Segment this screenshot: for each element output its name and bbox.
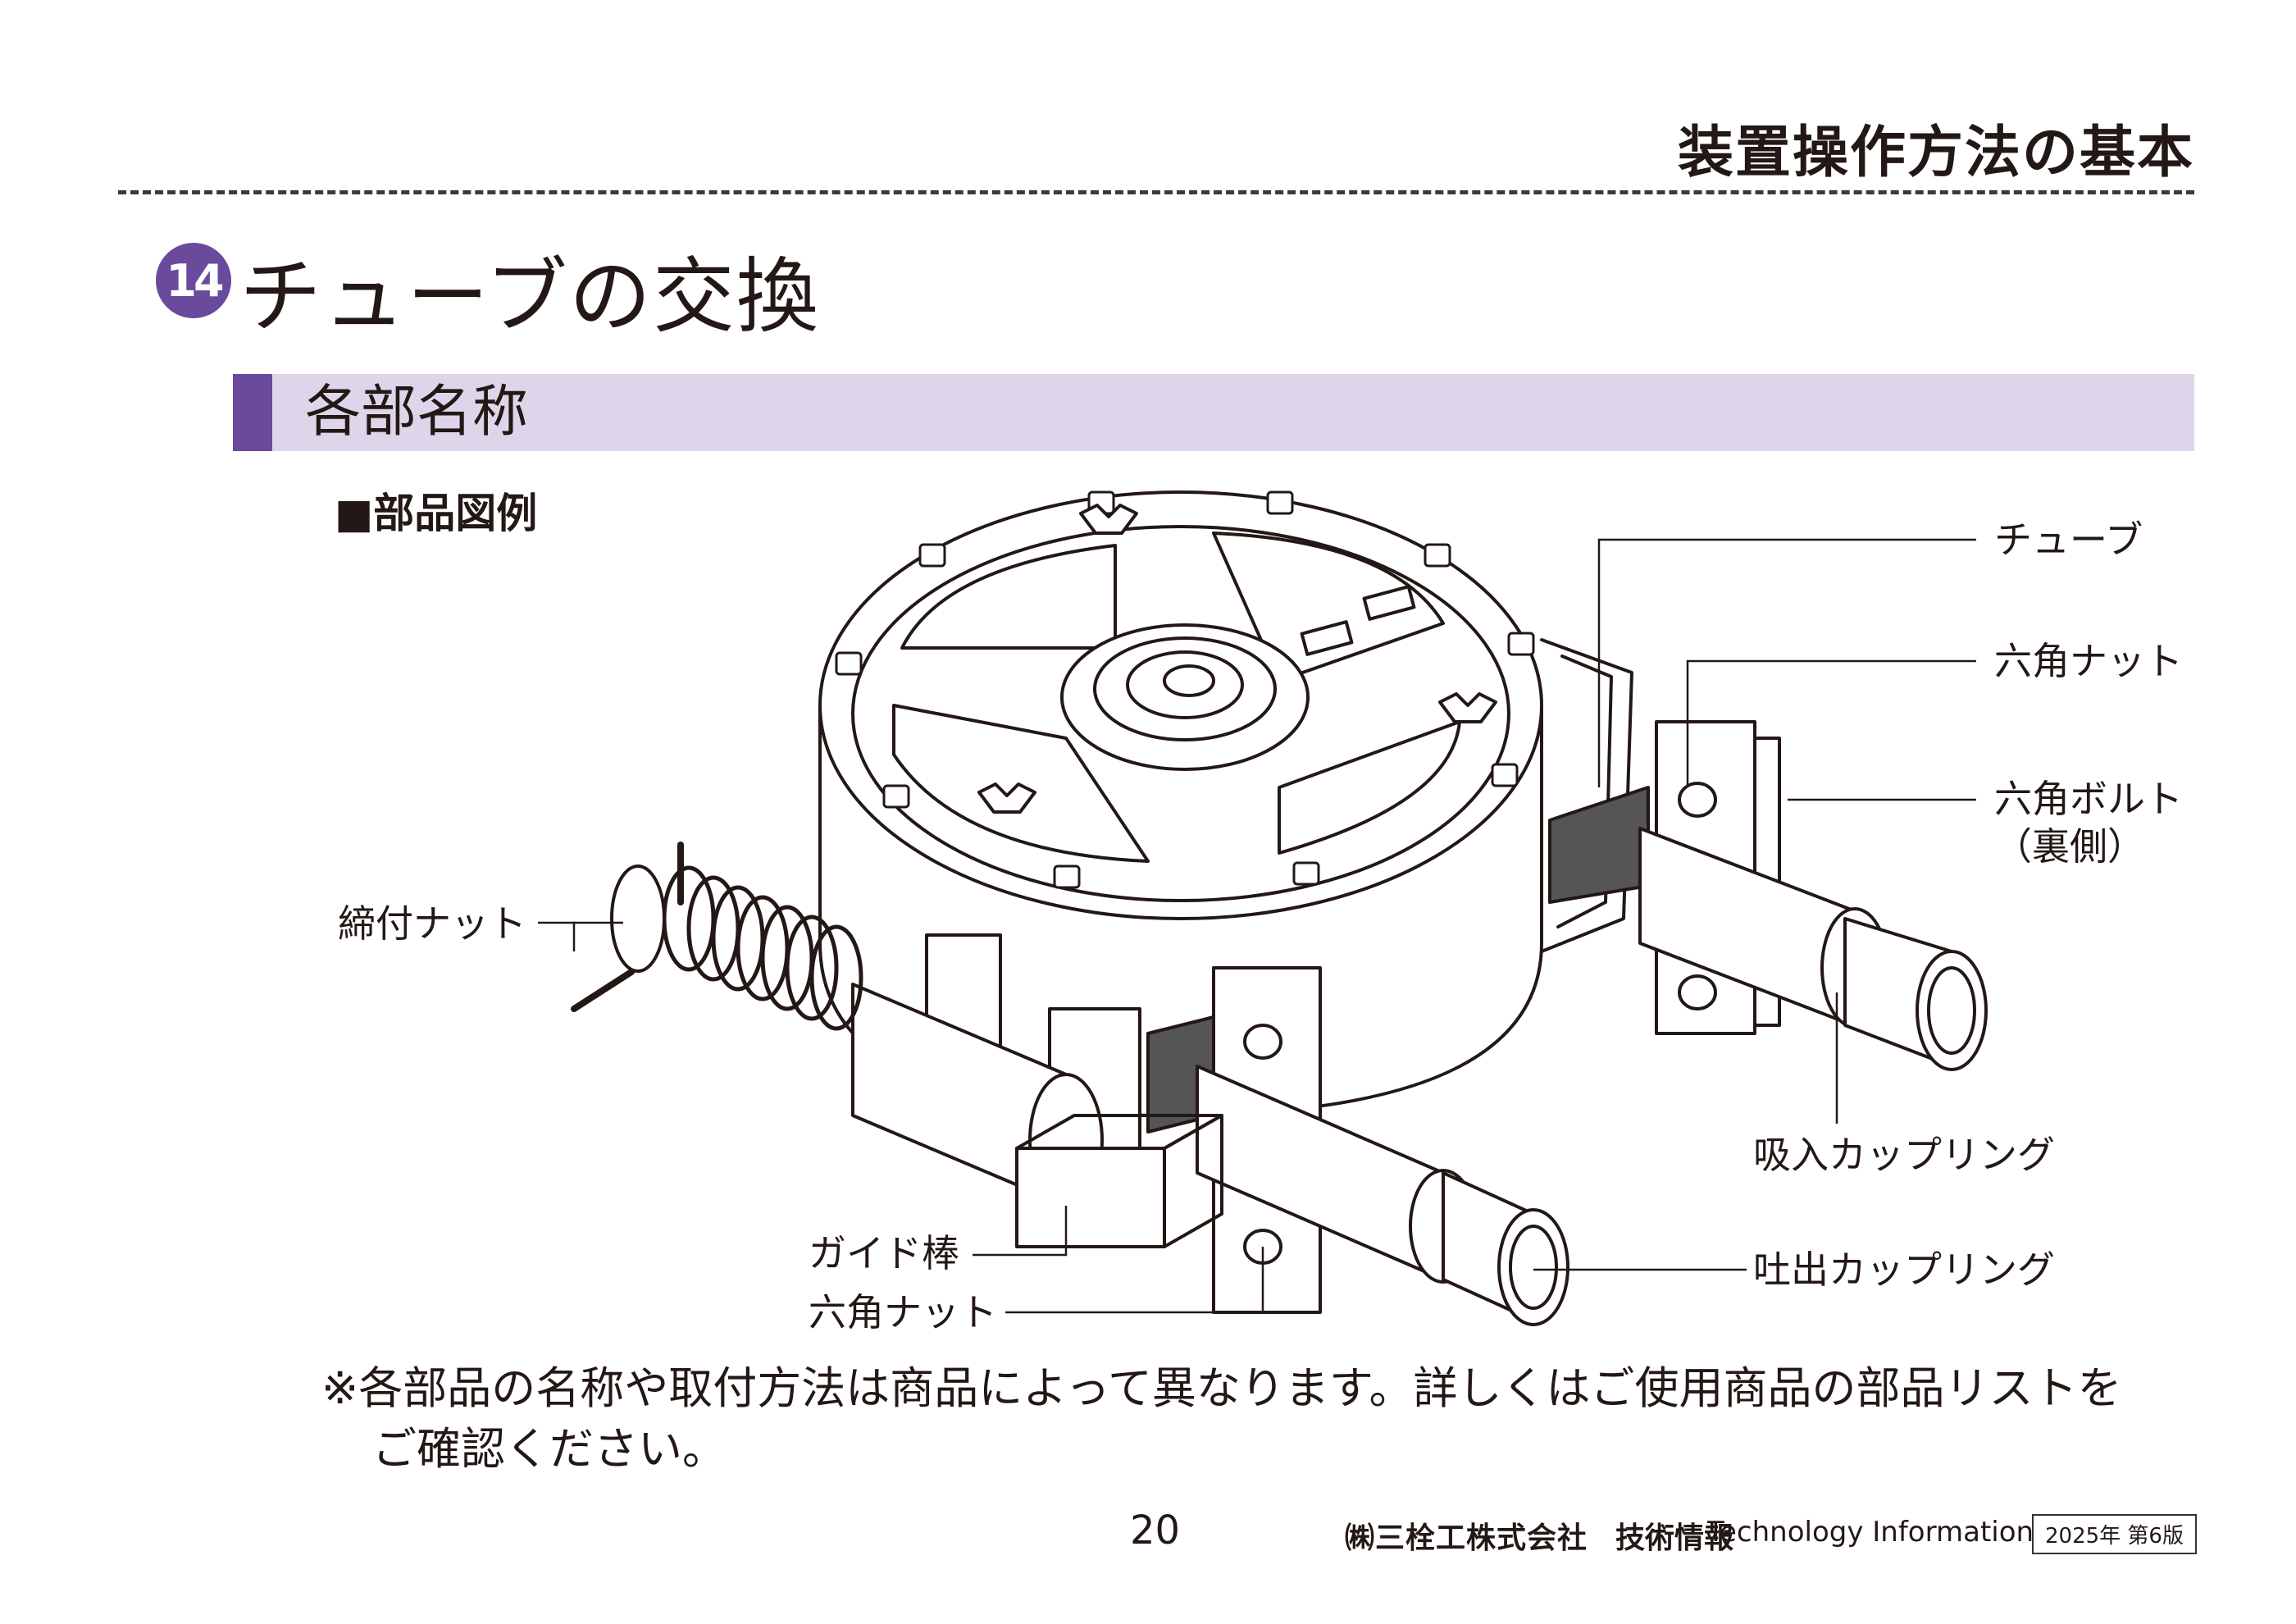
- section-number-badge: 14: [156, 243, 231, 318]
- header-title: 装置操作方法の基本: [1677, 121, 2194, 185]
- callout-hex-nut-right: 六角ナット: [1994, 639, 2183, 683]
- leader-tighten-nut: [538, 921, 576, 951]
- note-line-2: ご確認ください。: [372, 1423, 727, 1475]
- tighten-nut: [610, 864, 666, 973]
- note-line-1: ※各部品の名称や取付方法は商品によって異なります。詳しくはご使用商品の部品リスト…: [321, 1362, 2122, 1414]
- legend-heading: ■部品図例: [335, 490, 538, 537]
- callout-hex-nut-bottom: 六角ナット: [809, 1290, 997, 1334]
- callout-hex-bolt-note: （裏側）: [1994, 824, 2145, 869]
- callout-guide-rod: ガイド棒: [809, 1231, 959, 1275]
- rotor-hub: [1060, 623, 1310, 771]
- wing-nut: [1079, 504, 1138, 535]
- spring: [662, 865, 863, 1031]
- subsection-accent-bar: [233, 374, 272, 451]
- leader-guide-rod: [973, 1206, 1068, 1257]
- page-number: 20: [1130, 1508, 1181, 1553]
- footer-edition-badge: 2025年 第6版: [2032, 1514, 2197, 1554]
- right-bracket: [1540, 638, 1633, 953]
- right-tube: [1548, 786, 1650, 904]
- subsection-band: [233, 374, 2194, 451]
- wing-nut: [977, 782, 1036, 814]
- guide-rod: [1015, 1147, 1166, 1248]
- rim-bolts: [835, 490, 1535, 889]
- callout-hex-bolt: 六角ボルト: [1994, 777, 2183, 821]
- footer-info-english: Technology Information: [1707, 1516, 2034, 1549]
- subsection-title: 各部名称: [305, 380, 529, 445]
- callout-tube: チューブ: [1994, 518, 2143, 562]
- header-divider: [118, 190, 2194, 194]
- note-text: ※各部品の名称や取付方法は商品によって異なります。詳しくはご使用商品の部品リスト…: [321, 1358, 2122, 1480]
- footer-info-label: 技術情報: [1615, 1521, 1734, 1555]
- section-title: チューブの交換: [239, 249, 820, 344]
- footer-company: ㈱三栓工株式会社: [1345, 1521, 1588, 1555]
- callout-discharge-coupling: 吐出カップリング: [1753, 1248, 2055, 1292]
- leader-hex-nut-bottom: [1005, 1247, 1264, 1314]
- wing-nut: [1438, 692, 1497, 723]
- callout-tighten-nut: 締付ナット: [338, 901, 526, 946]
- leader-hex-nut-right: [1686, 659, 1976, 787]
- leader-tube: [1597, 538, 1976, 787]
- callout-suction-coupling: 吸入カップリング: [1753, 1133, 2055, 1177]
